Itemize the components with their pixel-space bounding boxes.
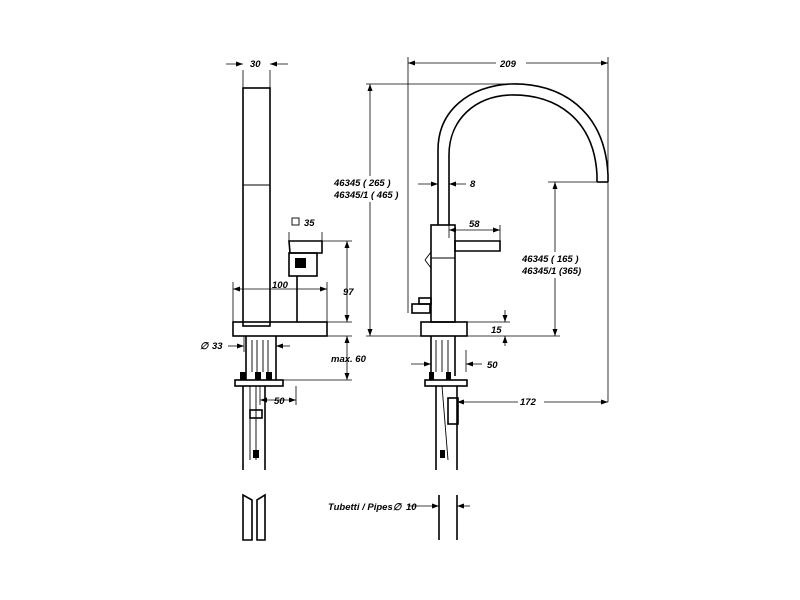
side-clamp-plate: [234, 379, 284, 387]
spout-outer: [437, 83, 609, 225]
square-symbol: [291, 217, 300, 226]
side-base-plate: [232, 321, 328, 337]
front-lever: [454, 240, 501, 252]
side-view: 30 35 97 100 ∅ 33 max. 60: [200, 59, 367, 541]
dim-base-thickness: 15: [491, 325, 502, 336]
dim-total-reach: 209: [499, 59, 517, 70]
dim-mount-offset-left: 50: [274, 396, 285, 407]
dim-base-width: 100: [272, 280, 289, 291]
dim-mount-offset-right: 50: [487, 360, 498, 371]
dim-spout-reach: 172: [520, 397, 537, 408]
front-base-plate: [420, 321, 468, 337]
dim-body-height: 97: [343, 287, 354, 298]
dim-base-dia: 33: [212, 341, 223, 352]
side-pipe-stub-left: [242, 493, 253, 541]
spout-inner: [448, 94, 598, 225]
dim-pipe-dia: 10: [406, 502, 417, 513]
side-pipe-stub-right: [256, 493, 266, 541]
dim-lever-len: 58: [469, 219, 480, 230]
dim-spout-dia: 8: [470, 179, 476, 190]
dim-height-codes-1: 46345 ( 265 ): [333, 178, 391, 189]
dim-spout-height-2: 46345/1 (365): [521, 266, 581, 277]
dim-side-width: 30: [250, 59, 261, 70]
dia-symbol-left: ∅: [200, 341, 210, 352]
side-lever: [288, 240, 323, 254]
dia-symbol-pipes: ∅: [393, 502, 403, 513]
dim-max-thickness: max. 60: [331, 354, 367, 365]
dim-height-codes-2: 46345/1 ( 465 ): [333, 190, 398, 201]
side-handle-body: [288, 252, 318, 277]
front-clamp-plate: [424, 379, 468, 387]
dim-square-handle: 35: [304, 218, 315, 229]
front-body: [430, 224, 456, 323]
side-column: [242, 87, 271, 327]
front-view: 209 46345 ( 265 ) 46345/1 ( 465 ) 8 58 4…: [328, 56, 609, 540]
pipes-label: Tubetti / Pipes: [328, 502, 393, 513]
dim-spout-height-1: 46345 ( 165 ): [521, 254, 579, 265]
